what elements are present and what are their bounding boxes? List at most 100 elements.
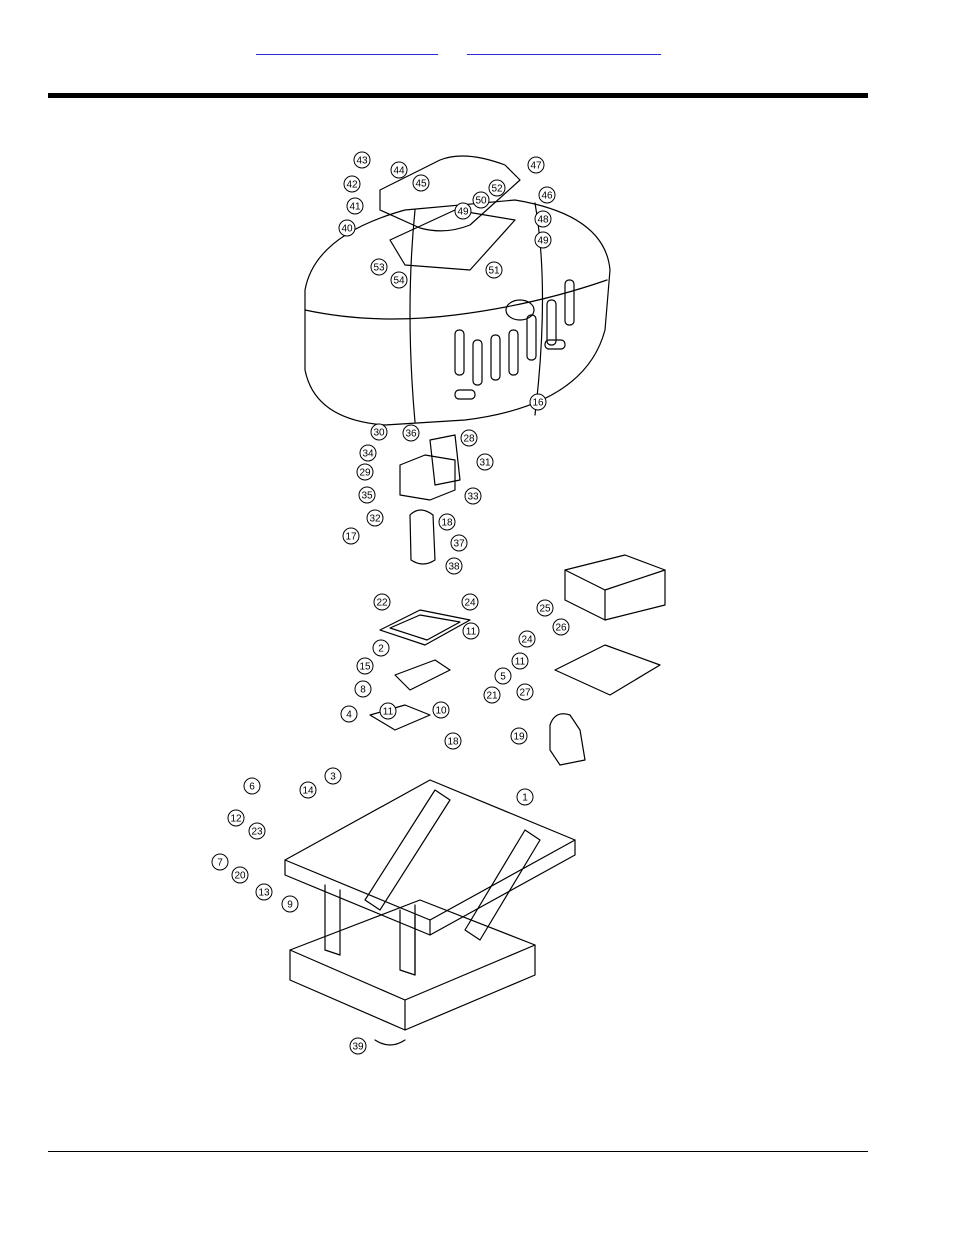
callout-circle: [248, 822, 266, 840]
callout-5: 5: [494, 667, 512, 685]
callout-33: 33: [464, 487, 482, 505]
callout-number: 1: [522, 793, 528, 804]
callout-number: 9: [287, 900, 293, 911]
callout-number: 35: [361, 491, 373, 502]
callout-number: 15: [359, 662, 371, 673]
callout-number: 17: [345, 532, 357, 543]
callout-circle: [354, 680, 372, 698]
callout-circle: [346, 197, 364, 215]
callout-circle: [432, 701, 450, 719]
callout-4: 4: [340, 705, 358, 723]
callout-number: 44: [393, 166, 405, 177]
callout-circle: [359, 444, 377, 462]
callout-circle: [444, 732, 462, 750]
callout-47: 47: [527, 156, 545, 174]
callout-number: 54: [393, 276, 405, 287]
callout-circle: [494, 667, 512, 685]
callout-39: 39: [349, 1037, 367, 1055]
callout-23: 23: [248, 822, 266, 840]
callout-16: 16: [529, 393, 547, 411]
callout-circle: [372, 639, 390, 657]
callout-24a: 24: [461, 593, 479, 611]
callout-number: 3: [330, 772, 336, 783]
callout-circle: [402, 424, 420, 442]
callout-19: 19: [510, 727, 528, 745]
callout-circle: [349, 1037, 367, 1055]
callout-52: 52: [488, 179, 506, 197]
callout-18a: 18: [438, 513, 456, 531]
callout-circle: [356, 657, 374, 675]
header-link-2[interactable]: [467, 40, 661, 55]
jug: [549, 713, 586, 766]
callout-3: 3: [324, 767, 342, 785]
callout-30: 30: [370, 423, 388, 441]
callout-35: 35: [358, 486, 376, 504]
callout-number: 23: [251, 827, 263, 838]
header-rule: [48, 93, 868, 98]
callout-6: 6: [243, 777, 261, 795]
callout-34: 34: [359, 444, 377, 462]
callout-number: 8: [360, 685, 366, 696]
callout-circle: [353, 151, 371, 169]
header-link-1[interactable]: [256, 40, 438, 55]
callout-circle: [461, 593, 479, 611]
callout-number: 24: [464, 598, 476, 609]
callout-number: 12: [230, 814, 242, 825]
callout-43: 43: [353, 151, 371, 169]
callout-37: 37: [450, 534, 468, 552]
callout-circle: [552, 618, 570, 636]
callout-11a: 11: [462, 622, 480, 640]
callout-49b: 49: [534, 231, 552, 249]
fill-assembly: [399, 434, 461, 565]
callout-number: 11: [383, 707, 394, 718]
callout-circle: [518, 630, 536, 648]
callout-2: 2: [372, 639, 390, 657]
hopper-body: [304, 199, 611, 426]
callout-circle: [342, 527, 360, 545]
hopper-bottom: [369, 609, 471, 731]
callout-number: 13: [258, 888, 270, 899]
callout-44: 44: [390, 161, 408, 179]
callout-circle: [527, 156, 545, 174]
hopper-lid: [379, 155, 521, 271]
callout-20: 20: [231, 866, 249, 884]
callout-number: 4: [346, 710, 352, 721]
callout-number: 50: [475, 196, 487, 207]
callout-circle: [538, 186, 556, 204]
callout-number: 38: [448, 562, 460, 573]
callout-13: 13: [255, 883, 273, 901]
callout-number: 42: [346, 180, 358, 191]
callout-25: 25: [536, 599, 554, 617]
callout-circle: [366, 509, 384, 527]
callout-28: 28: [460, 429, 478, 447]
callout-circle: [379, 702, 397, 720]
callout-number: 32: [369, 514, 381, 525]
callout-circle: [340, 705, 358, 723]
callout-circle: [243, 777, 261, 795]
callout-circle: [281, 895, 299, 913]
callout-number: 34: [362, 449, 374, 460]
sub-frame: [289, 899, 536, 1046]
callout-circle: [390, 161, 408, 179]
callout-number: 47: [530, 161, 542, 172]
callout-53: 53: [370, 258, 388, 276]
callout-24b: 24: [518, 630, 536, 648]
callout-number: 14: [302, 786, 314, 797]
callout-circle: [412, 174, 430, 192]
callout-number: 49: [457, 207, 469, 218]
callout-number: 6: [249, 782, 255, 793]
callout-10: 10: [432, 701, 450, 719]
callout-circle: [450, 534, 468, 552]
callout-number: 2: [378, 644, 384, 655]
callout-circle: [476, 453, 494, 471]
callout-number: 43: [356, 156, 368, 167]
callout-22: 22: [373, 593, 391, 611]
callout-number: 28: [463, 434, 475, 445]
callout-38: 38: [445, 557, 463, 575]
callout-number: 40: [341, 224, 353, 235]
callout-circle: [462, 622, 480, 640]
callout-number: 7: [217, 858, 223, 869]
callout-49a: 49: [454, 202, 472, 220]
callout-number: 41: [349, 202, 361, 213]
callout-number: 39: [352, 1042, 364, 1053]
